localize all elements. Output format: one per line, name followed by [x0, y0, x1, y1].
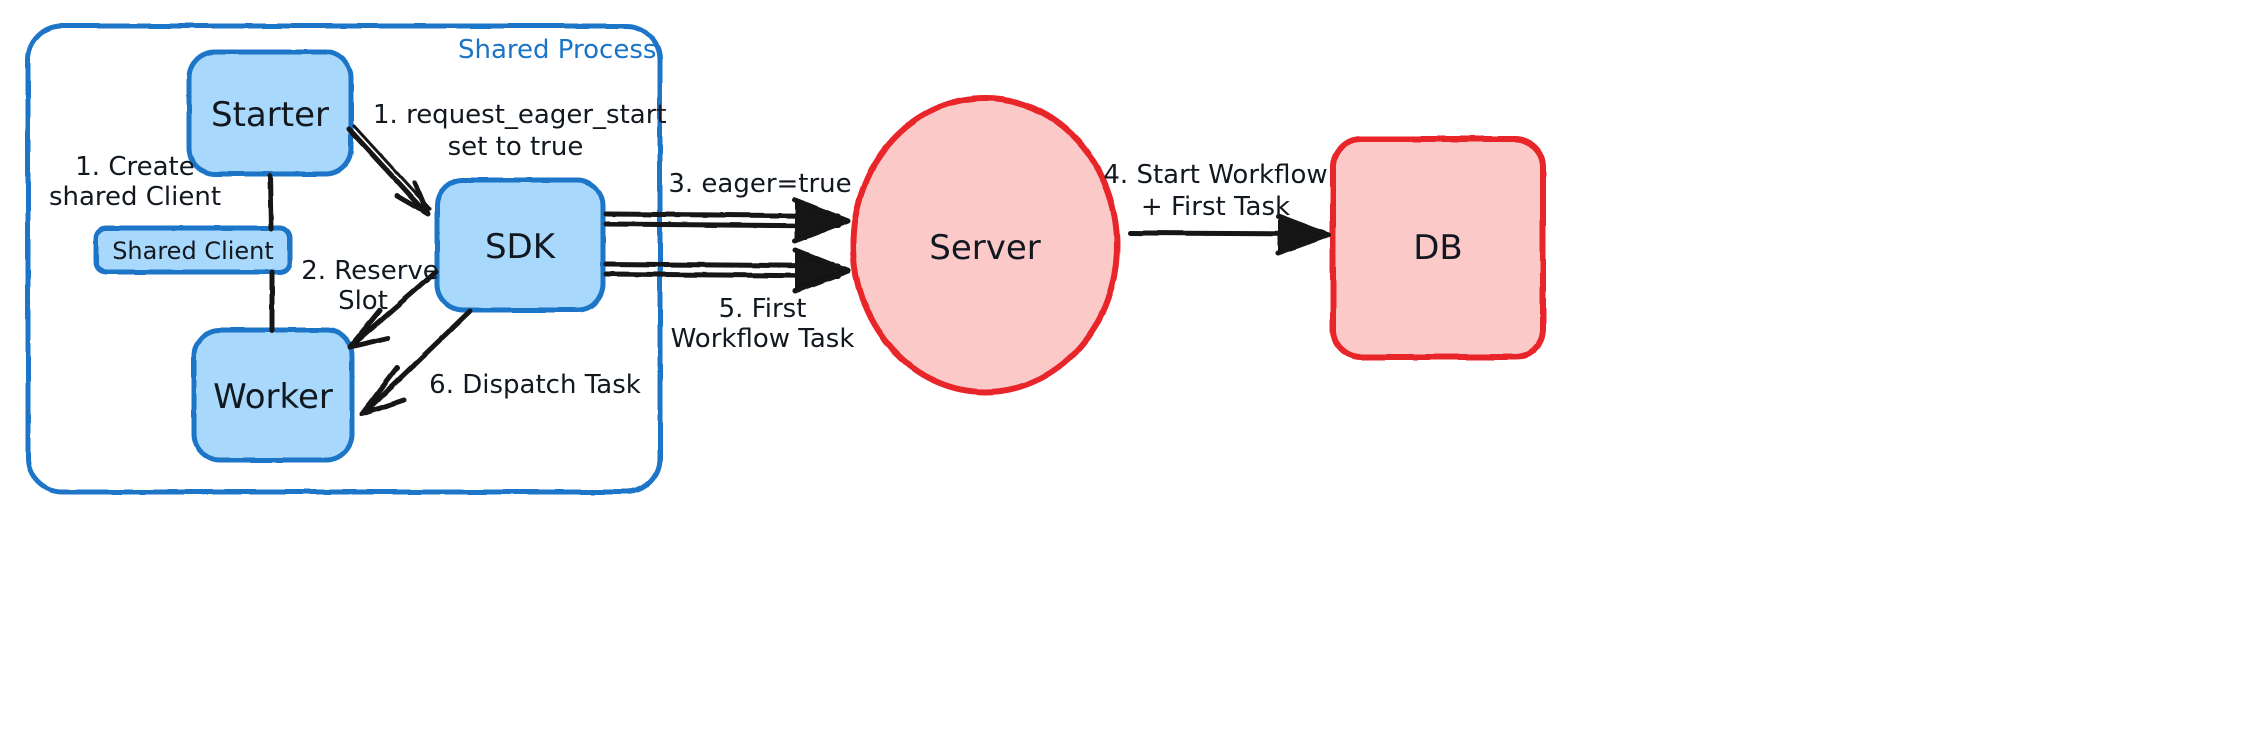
node-worker-shape[interactable]	[191, 327, 355, 463]
edge-sdk-worker-dispatch	[359, 308, 473, 417]
edge-server-db	[1128, 213, 1331, 256]
edge-starter-sdk	[346, 124, 432, 217]
node-shared-client-shape[interactable]	[93, 225, 293, 275]
node-starter-shape[interactable]	[186, 49, 354, 177]
shared-process-title: Shared Process	[458, 35, 657, 65]
node-server-shape[interactable]	[850, 95, 1120, 395]
node-sdk-shape[interactable]	[434, 177, 606, 313]
edge-server-sdk-firsttask	[603, 247, 851, 294]
edge-starter-shared-client	[267, 173, 274, 232]
edge-sdk-server-eager	[603, 197, 851, 244]
shared-process-group	[25, 23, 663, 495]
node-db-shape[interactable]	[1330, 136, 1546, 360]
edge-sdk-worker-reserve	[347, 269, 439, 350]
